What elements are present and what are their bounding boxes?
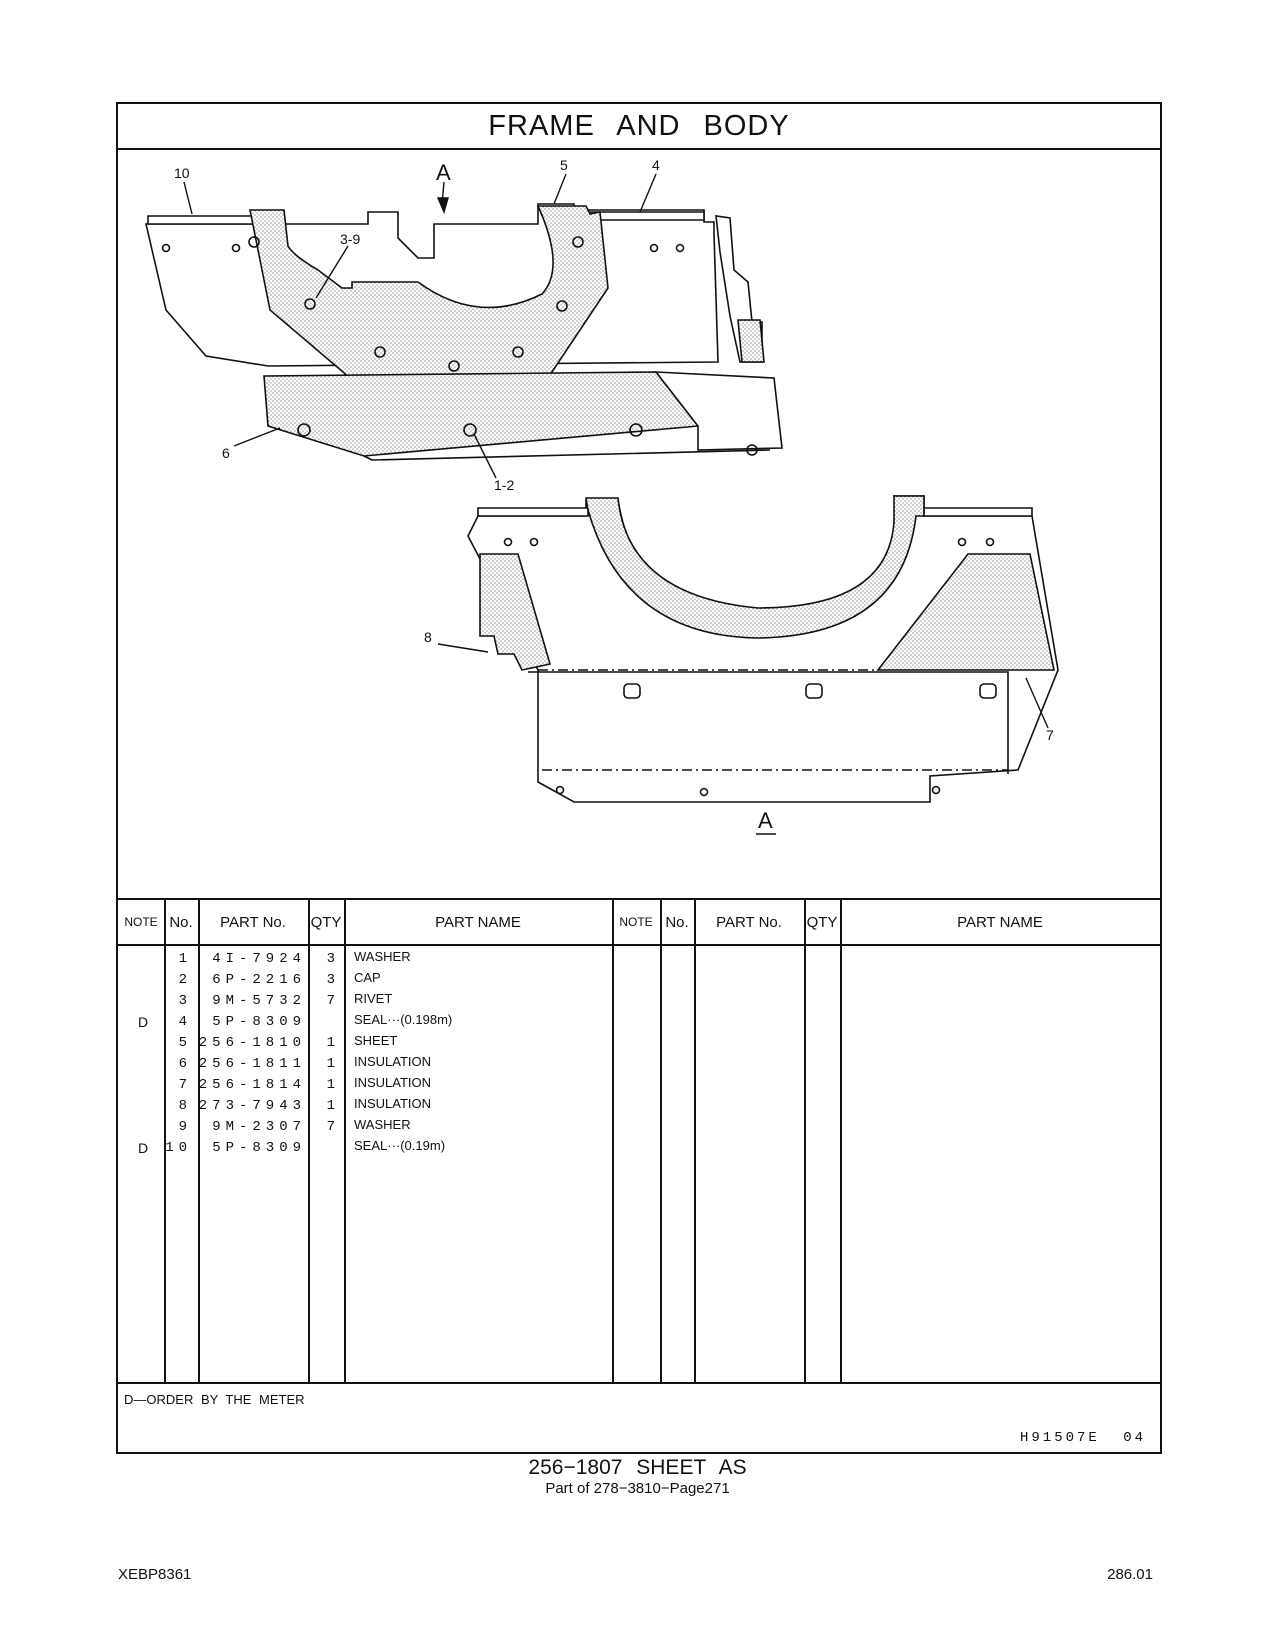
table-row-5-part-no: 256-1810 (198, 1035, 306, 1051)
callout-10: 10 (174, 165, 190, 181)
table-row-9-name: WASHER (354, 1117, 411, 1132)
table-row-2-note (118, 969, 168, 991)
table-row-4-no: 4 (178, 1014, 192, 1030)
table-row-2-no: 2 (178, 972, 192, 988)
table-row-5-note (118, 1032, 168, 1054)
lower-assembly (467, 495, 1059, 803)
callout-5: 5 (560, 157, 568, 173)
table-row-3-qty: 7 (326, 993, 340, 1009)
header-note-2: NOTE (619, 915, 653, 929)
table-row-10-qty (312, 1137, 340, 1159)
table-row-3-name: RIVET (354, 991, 393, 1006)
table-row-7-name: INSULATION (354, 1075, 432, 1090)
table-row-1-note (118, 948, 168, 970)
table-row-2-name: CAP (354, 970, 381, 985)
table-row-1-no: 1 (178, 951, 192, 967)
table-row-6-part-no: 256-1811 (198, 1056, 306, 1072)
table-row-9-qty: 7 (326, 1119, 340, 1135)
parts-table: NOTE No. PART No. QTY PART NAME NOTE No.… (118, 898, 1160, 1384)
page-title: FRAME AND BODY (118, 104, 1160, 150)
table-row-9-no: 9 (178, 1119, 192, 1135)
table-row-3-part-no: 9M-5732 (212, 993, 306, 1009)
parts-illustration: 10 A 5 4 3-9 6 1-2 8 7 A (144, 157, 1059, 835)
table-row-6-no: 6 (178, 1056, 192, 1072)
table-row-8-no: 8 (178, 1098, 192, 1114)
upper-assembly (144, 203, 783, 461)
table-row-10-no: 10 (165, 1140, 192, 1156)
table-row-7-part-no: 256-1814 (198, 1077, 306, 1093)
callout-leaders (183, 173, 1049, 729)
exploded-drawing: 10 A 5 4 3-9 6 1-2 8 7 A (118, 150, 1160, 898)
header-part-name: PART NAME (435, 913, 521, 931)
table-row-6-note (118, 1053, 168, 1075)
table-row-8-part-no: 273-7943 (198, 1098, 306, 1114)
callout-7: 7 (1046, 727, 1054, 743)
header-no-2: No. (665, 913, 689, 931)
header-part-no: PART No. (220, 913, 286, 931)
assembly-caption-title: 256−1807 SHEET AS (528, 1456, 747, 1479)
view-a-label: A (758, 808, 773, 833)
document-id: XEBP8361 (118, 1566, 192, 1583)
table-row-2-qty: 3 (326, 972, 340, 988)
callout-8: 8 (424, 629, 432, 645)
illustration-code: H91507E 04 (1019, 1430, 1146, 1446)
order-footnote: D—ORDER BY THE METER (124, 1392, 305, 1407)
table-row-4-note: D (137, 1014, 149, 1030)
callout-4: 4 (652, 157, 660, 173)
table-row-5-no: 5 (178, 1035, 192, 1051)
table-row-10-note: D (137, 1140, 149, 1156)
header-note: NOTE (124, 915, 158, 929)
callout-labels: 10 A 5 4 3-9 6 1-2 8 7 A (174, 157, 1054, 833)
callout-6: 6 (222, 445, 230, 461)
table-row-10-name: SEAL···(0.19m) (354, 1138, 446, 1153)
assembly-caption-subtitle: Part of 278−3810−Page271 (545, 1480, 730, 1497)
table-row-7-qty: 1 (326, 1077, 340, 1093)
table-row-8-note (118, 1095, 168, 1117)
callout-3-9: 3-9 (340, 231, 360, 247)
table-row-9-note (118, 1116, 168, 1138)
table-row-4-qty (312, 1011, 340, 1033)
header-part-no-2: PART No. (716, 913, 782, 931)
table-row-4-part-no: 5P-8309 (212, 1014, 306, 1030)
table-row-1-qty: 3 (326, 951, 340, 967)
table-row-1-name: WASHER (354, 949, 411, 964)
table-row-3-no: 3 (178, 993, 192, 1009)
table-row-6-name: INSULATION (354, 1054, 432, 1069)
table-row-5-name: SHEET (354, 1033, 398, 1048)
table-row-7-no: 7 (178, 1077, 192, 1093)
callout-1-2: 1-2 (494, 477, 514, 493)
table-row-4-name: SEAL···(0.198m) (354, 1012, 453, 1027)
header-qty-2: QTY (806, 913, 838, 931)
table-row-7-note (118, 1074, 168, 1096)
table-row-3-note (118, 990, 168, 1012)
header-part-name-2: PART NAME (957, 913, 1043, 931)
table-row-8-name: INSULATION (354, 1096, 432, 1111)
page-number: 286.01 (1107, 1566, 1153, 1583)
table-row-2-part-no: 6P-2216 (212, 972, 306, 988)
table-row-1-part-no: 4I-7924 (212, 951, 306, 967)
header-no: No. (169, 913, 193, 931)
table-row-5-qty: 1 (326, 1035, 340, 1051)
table-row-10-part-no: 5P-8309 (212, 1140, 306, 1156)
table-row-6-qty: 1 (326, 1056, 340, 1072)
header-qty: QTY (310, 913, 342, 931)
view-a-arrow-label: A (436, 160, 451, 185)
parts-page-frame: FRAME AND BODY (116, 102, 1162, 1454)
table-row-8-qty: 1 (326, 1098, 340, 1114)
table-row-9-part-no: 9M-2307 (212, 1119, 306, 1135)
